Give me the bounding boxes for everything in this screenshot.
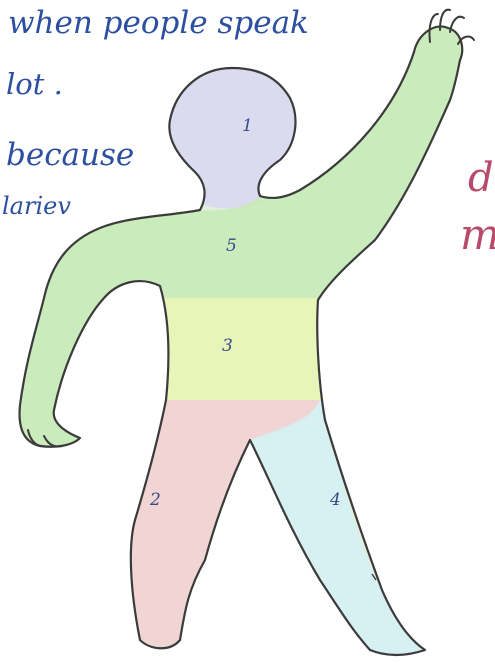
region-label-right-leg: 4 bbox=[330, 492, 341, 509]
region-label-chest: 5 bbox=[226, 238, 237, 255]
handwriting-right-fragment-1: d bbox=[468, 158, 494, 198]
handwriting-line-2: lot . bbox=[6, 70, 63, 99]
handwriting-line-4: lariev bbox=[2, 194, 71, 218]
handwriting-right-fragment-2: m bbox=[460, 214, 495, 256]
handwriting-line-1: when people speak bbox=[8, 8, 309, 39]
region-label-head: 1 bbox=[242, 118, 253, 135]
region-label-belly: 3 bbox=[222, 338, 233, 355]
handwriting-line-3: because bbox=[6, 140, 134, 171]
region-head bbox=[169, 68, 295, 208]
region-belly bbox=[163, 298, 322, 402]
region-right-leg bbox=[250, 400, 425, 655]
region-label-left-leg: 2 bbox=[150, 492, 161, 509]
